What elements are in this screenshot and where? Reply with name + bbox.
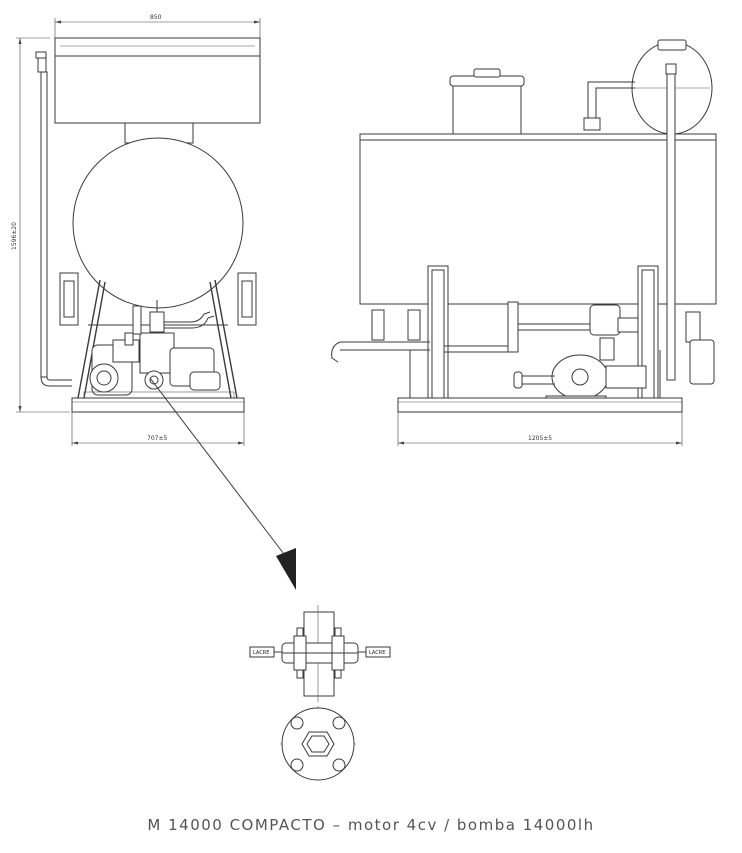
dimension-top-width: 850 [54, 14, 261, 40]
seal-label-right: LACRE [369, 650, 385, 656]
seal-label-left: LACRE [253, 650, 269, 656]
pump-motor-side [513, 354, 647, 403]
drawing-caption: M 14000 COMPACTO – motor 4cv / bomba 140… [147, 816, 594, 834]
dimension-side-base-label: 1205±5 [528, 435, 552, 442]
side-piping [331, 301, 715, 385]
dimension-total-height: 1596±20 [11, 37, 70, 413]
dimension-top-width-label: 850 [150, 14, 162, 21]
detail-arrow-icon [276, 548, 296, 590]
dimension-front-base-label: 707±5 [147, 435, 167, 442]
dimension-front-base: 707±5 [71, 412, 245, 446]
dimension-total-height-label: 1596±20 [11, 222, 18, 250]
side-view: 1205±5 [331, 39, 717, 446]
pump-motor-front [83, 300, 235, 399]
seal-detail: LACRE LACRE [249, 605, 391, 781]
front-view: 850 1596±20 [11, 14, 296, 590]
dimension-side-base: 1205±5 [397, 412, 683, 446]
